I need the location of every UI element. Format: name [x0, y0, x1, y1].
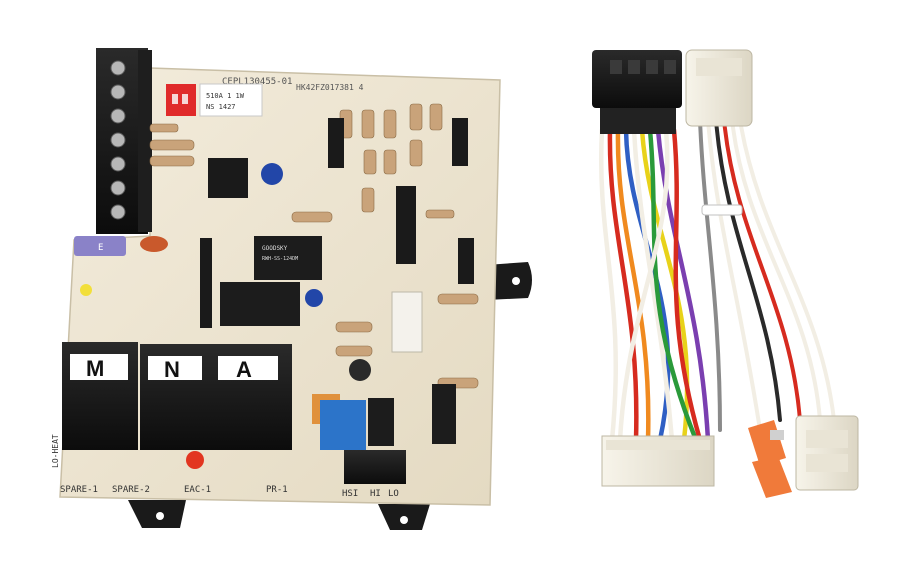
label-hsi: HSI	[342, 489, 358, 499]
hsi-connector	[344, 450, 406, 484]
label-sticker	[199, 83, 263, 117]
white-plug-small-bottom	[795, 415, 859, 491]
relay-small	[368, 398, 394, 446]
terminal-strip	[96, 48, 152, 234]
capacitor	[261, 163, 283, 185]
relay-small-right	[432, 384, 456, 444]
label-spare-2: SPARE-2	[112, 485, 150, 495]
dip-switch	[166, 84, 196, 116]
mounting-ear-right	[486, 262, 532, 300]
led-yellow	[80, 284, 92, 296]
terminal-a-label: A	[236, 357, 252, 382]
terminal-m-label: M	[86, 356, 104, 381]
white-header	[391, 291, 423, 353]
blue-capacitor	[320, 400, 366, 450]
label-hi: HI	[370, 489, 381, 499]
relay-model: RWH-SS-124DM	[262, 256, 298, 262]
label-lo-heat: LO-HEAT	[51, 434, 60, 468]
wire-harness-large	[592, 50, 715, 487]
fuse-label: E	[98, 243, 103, 253]
relay-lower	[220, 282, 300, 326]
label-eac-1: EAC-1	[184, 485, 211, 495]
spade-terminals: M N A	[62, 342, 292, 450]
sticker-line-2: NS 1427	[206, 103, 236, 111]
led-red	[186, 451, 204, 469]
sticker-line-1: 510A 1 1W	[206, 92, 245, 100]
part-number-text: CEPL130455-01	[222, 77, 292, 87]
capacitor	[349, 359, 371, 381]
capacitor-red	[140, 236, 168, 252]
black-plug	[592, 50, 682, 108]
serial-text: HK42FZ017381 4	[296, 83, 364, 92]
fuse	[74, 236, 126, 256]
relay-goodsky	[254, 236, 322, 280]
label-lo: LO	[388, 489, 399, 499]
label-pr-1: PR-1	[266, 485, 288, 495]
capacitor	[305, 289, 323, 307]
spade-connectors-orange	[748, 420, 792, 498]
wire-harness-small	[685, 49, 859, 498]
terminal-n-label: N	[164, 357, 180, 382]
control-board: CEPL130455-01 HK42FZ017381 4 510A 1 1W N…	[51, 48, 532, 530]
relay-brand: GOODSKY	[262, 245, 288, 252]
cable-tie	[701, 204, 743, 216]
label-spare-1: SPARE-1	[60, 485, 98, 495]
ic-chips	[200, 118, 474, 328]
